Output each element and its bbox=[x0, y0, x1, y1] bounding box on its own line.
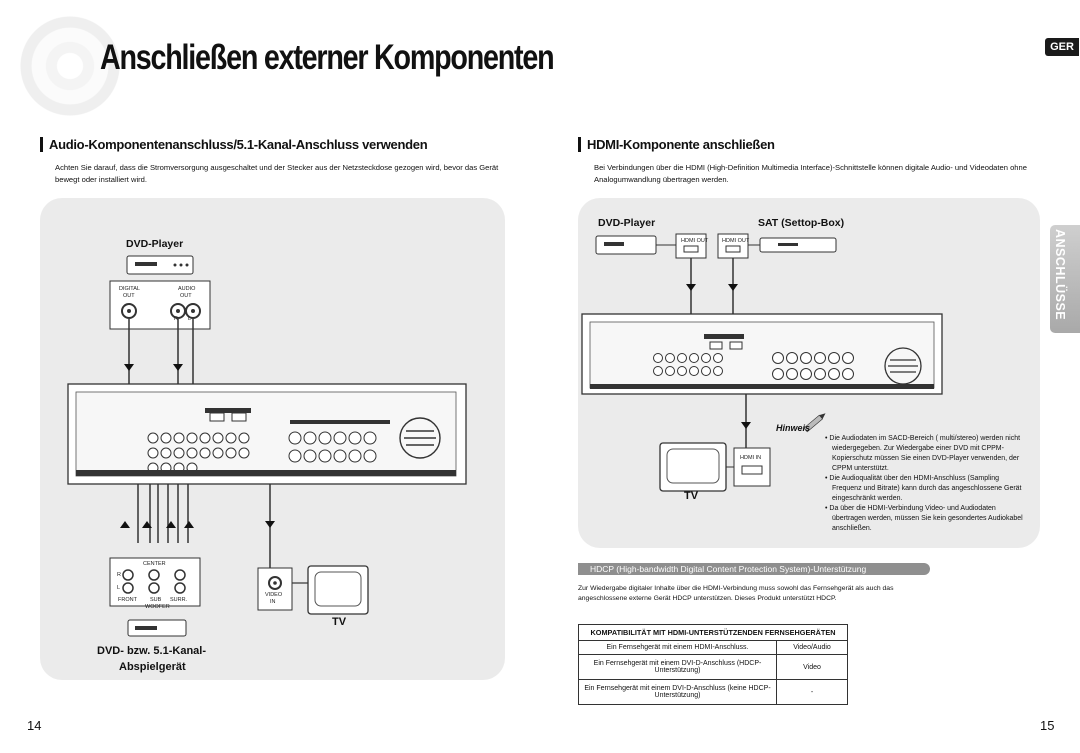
dvd51-label-line2: Abspielgerät bbox=[119, 661, 186, 673]
table-cell-device: Ein Fernsehgerät mit einem DVI-D-Anschlu… bbox=[578, 654, 777, 680]
woofer-label: WOOFER bbox=[145, 604, 170, 610]
video-in-label: VIDEO bbox=[265, 592, 283, 598]
audio-out-label: AUDIO bbox=[178, 286, 196, 292]
sub-label: SUB bbox=[150, 597, 162, 603]
table-cell-support: - bbox=[776, 679, 848, 705]
audio-out-label2: OUT bbox=[180, 293, 192, 299]
hinweis-label: Hinweis bbox=[776, 423, 811, 433]
decorative-disc-graphic bbox=[14, 10, 126, 122]
page-number-left: 14 bbox=[27, 718, 42, 733]
table-cell-support: Video/Audio bbox=[776, 640, 848, 655]
digital-out-label: DIGITAL bbox=[119, 286, 140, 292]
sat-hdmi-out-label: HDMI OUT bbox=[722, 238, 750, 244]
right-connection-diagram bbox=[581, 233, 943, 492]
right-tv-label: TV bbox=[684, 490, 699, 502]
left-connection-diagram bbox=[67, 255, 467, 637]
table-row: Ein Fernsehgerät mit einem DVI-D-Anschlu… bbox=[578, 654, 848, 680]
left-section-heading: Audio-Komponentenanschluss/5.1-Kanal-Ans… bbox=[40, 137, 428, 152]
center-label: CENTER bbox=[143, 561, 166, 567]
compatibility-table: KOMPATIBILITÄT MIT HDMI-UNTERSTÜTZENDEN … bbox=[578, 624, 848, 705]
note-2: • Die Audioqualität über den HDMI-Anschl… bbox=[825, 475, 1022, 502]
sat-label: SAT (Settop-Box) bbox=[758, 217, 845, 229]
hdmi-dvd-player-label: DVD-Player bbox=[598, 217, 656, 229]
hinweis-notes: • Die Audiodaten im SACD-Bereich ( multi… bbox=[824, 434, 1026, 534]
page-number-right: 15 bbox=[1040, 718, 1055, 733]
dvd-player-label: DVD-Player bbox=[126, 238, 184, 250]
side-tab-label: ANSCHLÜSSE bbox=[1053, 229, 1067, 321]
right-section-heading: HDMI-Komponente anschließen bbox=[578, 137, 775, 152]
note-3: • Da über die HDMI-Verbindung Video- und… bbox=[825, 505, 1023, 532]
left-tv-label: TV bbox=[332, 616, 347, 628]
table-cell-device: Ein Fernsehgerät mit einem DVI-D-Anschlu… bbox=[578, 679, 777, 705]
hdcp-text: Zur Wiedergabe digitaler Inhalte über di… bbox=[578, 585, 894, 602]
table-cell-support: Video bbox=[776, 654, 848, 680]
left-intro-text: Achten Sie darauf, dass die Stromversorg… bbox=[55, 163, 499, 184]
r-label-2: R bbox=[117, 572, 121, 578]
hdcp-heading-bar: HDCP (High-bandwidth Digital Content Pro… bbox=[578, 563, 930, 575]
compatibility-table-header: KOMPATIBILITÄT MIT HDMI-UNTERSTÜTZENDEN … bbox=[578, 624, 848, 641]
language-tab: GER bbox=[1045, 38, 1079, 56]
video-in-label2: IN bbox=[270, 599, 276, 605]
dvd51-label-line1: DVD- bzw. 5.1-Kanal- bbox=[97, 645, 206, 657]
surr-label: SURR. bbox=[170, 597, 188, 603]
table-cell-device: Ein Fernsehgerät mit einem HDMI-Anschlus… bbox=[578, 640, 777, 655]
page-title: Anschließen externer Komponenten bbox=[100, 38, 555, 77]
tv-hdmi-in-label: HDMI IN bbox=[740, 455, 762, 461]
table-row: Ein Fernsehgerät mit einem DVI-D-Anschlu… bbox=[578, 679, 848, 705]
table-row: Ein Fernsehgerät mit einem HDMI-Anschlus… bbox=[578, 640, 848, 655]
right-intro-text: Bei Verbindungen über die HDMI (High-Def… bbox=[594, 163, 1027, 184]
digital-out-label2: OUT bbox=[123, 293, 135, 299]
l-label-2: L bbox=[117, 585, 121, 591]
note-1: • Die Audiodaten im SACD-Bereich ( multi… bbox=[825, 435, 1021, 472]
section-side-tab: ANSCHLÜSSE bbox=[1050, 225, 1080, 333]
dvd-player-icon bbox=[126, 255, 194, 275]
five-one-input-panel bbox=[109, 557, 201, 607]
l-label: L bbox=[188, 316, 192, 322]
dvd-hdmi-out-label: HDMI OUT bbox=[681, 238, 709, 244]
r-label: R bbox=[174, 316, 178, 322]
front-label: FRONT bbox=[118, 597, 137, 603]
